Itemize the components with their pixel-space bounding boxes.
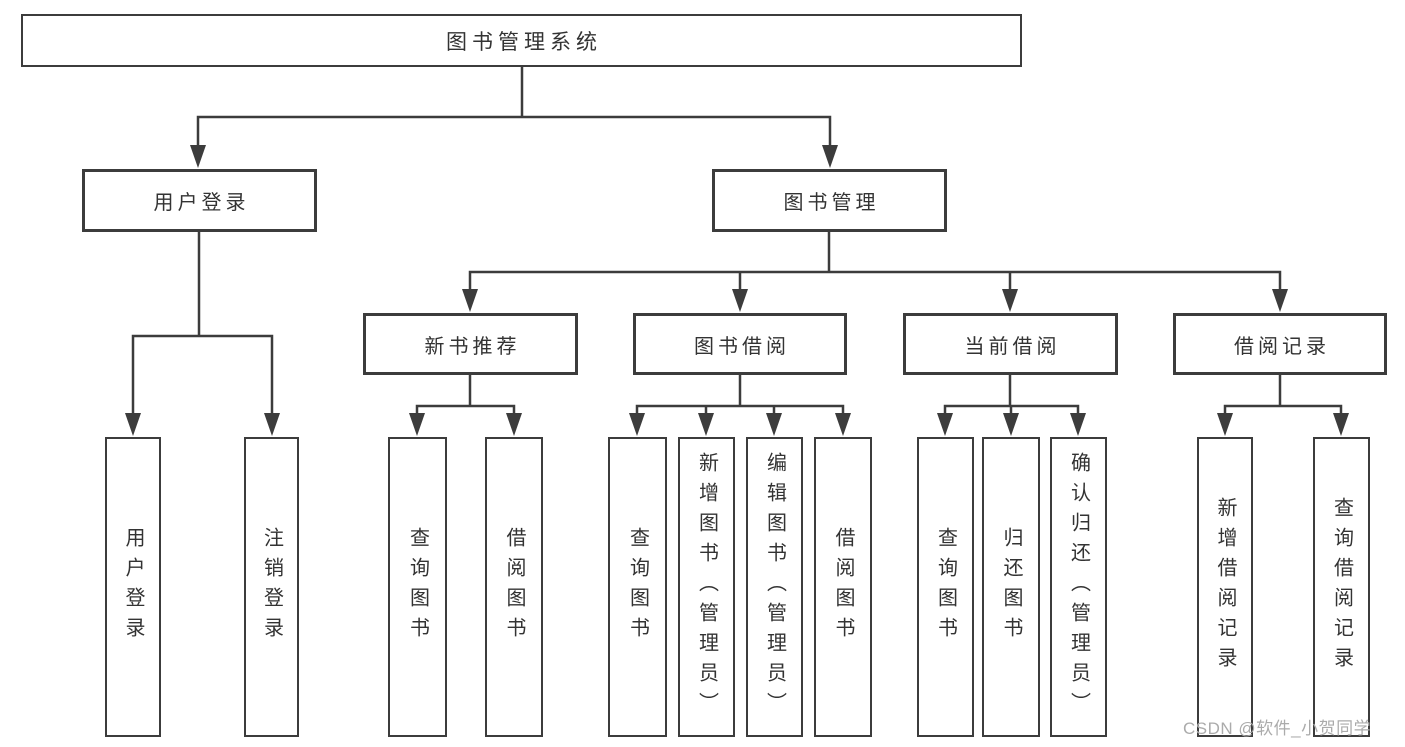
- edge-book-mgmt-children: [468, 230, 1282, 296]
- leaf-add-books-admin: 新增图书（管理员）: [678, 437, 735, 737]
- leaf-confirm-return-admin: 确认归还（管理员）: [1050, 437, 1107, 737]
- edge-book-borrow-children: [635, 373, 845, 420]
- arrow-down-icon: [698, 413, 714, 436]
- arrow-down-icon: [190, 145, 206, 168]
- node-book-borrow: 图书借阅: [633, 313, 847, 375]
- arrow-down-icon: [1003, 413, 1019, 436]
- arrow-down-icon: [462, 289, 478, 312]
- arrow-down-icon: [125, 413, 141, 436]
- leaf-user-login: 用户登录: [105, 437, 161, 737]
- leaf-newbook-borrow-books: 借阅图书: [485, 437, 543, 737]
- arrow-down-icon: [506, 413, 522, 436]
- arrow-down-icon: [409, 413, 425, 436]
- edge-borrow-records-children: [1223, 373, 1343, 420]
- edge-current-borrow-children: [943, 373, 1080, 420]
- arrow-down-icon: [937, 413, 953, 436]
- csdn-watermark: CSDN @软件_小贺同学: [1183, 719, 1372, 738]
- node-system-root: 图书管理系统: [21, 14, 1022, 67]
- node-current-borrow: 当前借阅: [903, 313, 1118, 375]
- arrow-down-icon: [822, 145, 838, 168]
- leaf-borrow-query-books: 查询图书: [608, 437, 667, 737]
- arrowheads: [125, 145, 1349, 436]
- arrow-down-icon: [835, 413, 851, 436]
- leaf-add-borrow-record: 新增借阅记录: [1197, 437, 1253, 737]
- arrow-down-icon: [1002, 289, 1018, 312]
- arrow-down-icon: [1070, 413, 1086, 436]
- leaf-borrow-books: 借阅图书: [814, 437, 872, 737]
- edge-new-book-children: [415, 373, 516, 420]
- leaf-edit-books-admin: 编辑图书（管理员）: [746, 437, 803, 737]
- leaf-query-borrow-record: 查询借阅记录: [1313, 437, 1370, 737]
- arrow-down-icon: [1217, 413, 1233, 436]
- arrow-down-icon: [629, 413, 645, 436]
- leaf-return-books: 归还图书: [982, 437, 1040, 737]
- leaf-current-query-books: 查询图书: [917, 437, 974, 737]
- node-new-book-recommend: 新书推荐: [363, 313, 578, 375]
- arrow-down-icon: [766, 413, 782, 436]
- leaf-logout: 注销登录: [244, 437, 299, 737]
- arrow-down-icon: [1333, 413, 1349, 436]
- node-book-management: 图书管理: [712, 169, 947, 232]
- arrow-down-icon: [264, 413, 280, 436]
- edge-root-to-level2: [196, 65, 832, 152]
- node-user-login: 用户登录: [82, 169, 317, 232]
- edge-user-login-children: [131, 230, 274, 420]
- node-borrow-records: 借阅记录: [1173, 313, 1387, 375]
- arrow-down-icon: [732, 289, 748, 312]
- arrow-down-icon: [1272, 289, 1288, 312]
- leaf-newbook-query-books: 查询图书: [388, 437, 447, 737]
